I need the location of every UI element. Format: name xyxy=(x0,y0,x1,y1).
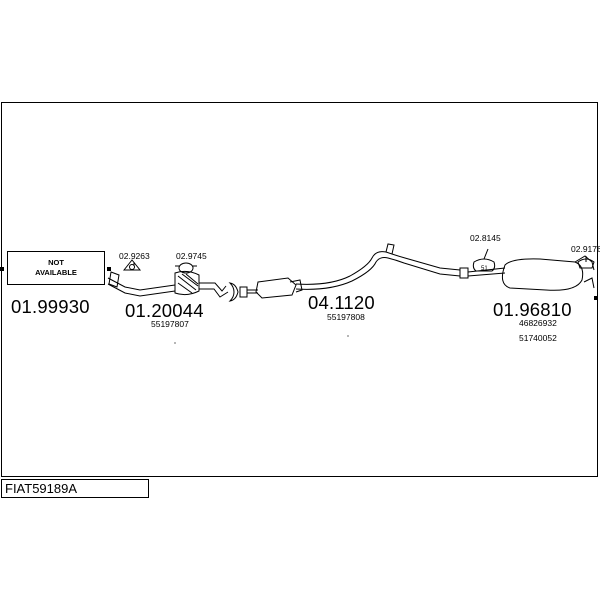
not-available-line1: NOT xyxy=(48,258,64,267)
middle-pipe-part[interactable] xyxy=(247,243,469,299)
fitting-number-02-9176[interactable]: 02.9176 xyxy=(571,244,600,254)
rear-silencer-part[interactable] xyxy=(467,255,595,291)
oe-number: 55197808 xyxy=(327,312,365,322)
not-available-line2: AVAILABLE xyxy=(35,268,77,277)
clamp-part[interactable] xyxy=(228,282,248,302)
oe-number: 46826932 xyxy=(519,318,557,328)
drawing-code: FIAT59189A xyxy=(5,481,78,496)
svg-text:51: 51 xyxy=(481,266,488,272)
mount-02-9176[interactable] xyxy=(577,258,595,269)
not-available-box: NOT AVAILABLE xyxy=(7,251,105,285)
fitting-number-02-9263[interactable]: 02.9263 xyxy=(119,251,150,261)
gasket-02-9745[interactable] xyxy=(175,262,197,274)
part-number-04-1120[interactable]: 04.1120 xyxy=(308,292,375,313)
front-pipe-part[interactable] xyxy=(107,270,229,298)
gasket-02-9263[interactable] xyxy=(122,259,142,271)
diagram-frame xyxy=(1,102,598,477)
drawing-code-box: FIAT59189A xyxy=(1,479,149,498)
fitting-number-02-8145[interactable]: 02.8145 xyxy=(470,233,501,243)
part-number-01-99930[interactable]: 01.99930 xyxy=(11,296,90,317)
oe-number: 55197807 xyxy=(151,319,189,329)
fitting-number-02-9745[interactable]: 02.9745 xyxy=(176,251,207,261)
oe-number: 51740052 xyxy=(519,333,557,343)
part-number-01-20044[interactable]: 01.20044 xyxy=(125,300,204,321)
part-number-01-96810[interactable]: 01.96810 xyxy=(493,299,572,320)
